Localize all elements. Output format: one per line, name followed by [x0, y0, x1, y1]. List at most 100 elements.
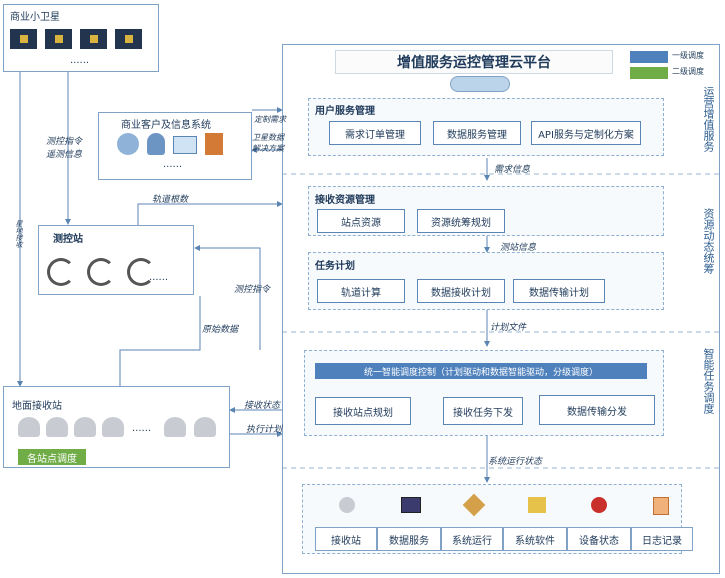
data-transfer-plan-box[interactable]: 数据传输计划 [513, 279, 605, 303]
flow-sat-data-line2: 解决方案 [252, 144, 284, 153]
dish-icon [46, 417, 68, 437]
control-station-ellipsis: ...... [149, 272, 169, 283]
status-system-software[interactable]: 系统软件 [503, 527, 567, 551]
flow-demand-info: 需求信息 [494, 165, 531, 175]
user-service-section: 用户服务管理 需求订单管理 数据服务管理 API服务与定制化方案 [308, 98, 664, 156]
flow-sys-status: 系统运行状态 [488, 457, 543, 467]
flow-telemetry-line2: 遥测信息 [46, 150, 83, 160]
platform-title: 增值服务运控管理云平台 [397, 55, 551, 71]
resource-mgmt-title: 接收资源管理 [315, 195, 375, 206]
flow-telemetry-line1: 测控指令 [46, 137, 83, 147]
customer-system-title: 商业客户及信息系统 [121, 120, 211, 131]
log-icon [652, 497, 669, 515]
satellite-title: 商业小卫星 [10, 12, 60, 23]
dish-group-2 [164, 417, 216, 437]
flow-plan-doc: 计划文件 [490, 323, 527, 333]
ground-station-panel: 地面接收站 ...... 各站点调度 [3, 386, 230, 468]
control-station-panel: 测控站 ...... [38, 225, 194, 295]
flow-ctrl-cmd: 测控指令 [234, 285, 271, 295]
task-plan-title: 任务计划 [315, 261, 355, 272]
side-label-resource: 资源动态统筹 [702, 208, 715, 274]
station-dispatch-label: 各站点调度 [27, 453, 77, 465]
customer-icons [117, 133, 223, 155]
satellite-ellipsis: ...... [70, 55, 90, 66]
antenna-group [47, 258, 155, 286]
flow-telemetry: 测控指令 遥测信息 [46, 136, 82, 162]
satellite-icon [115, 29, 142, 49]
customer-system-panel: 商业客户及信息系统 ...... [98, 112, 252, 180]
flow-station-info: 测站信息 [500, 243, 537, 253]
task-dispatch-box[interactable]: 接收任务下发 [443, 397, 523, 425]
data-service-box[interactable]: 数据服务管理 [433, 121, 521, 145]
status-system-run[interactable]: 系统运行 [441, 527, 503, 551]
person-icon [147, 133, 165, 155]
station-dispatch-badge: 各站点调度 [18, 449, 86, 465]
ground-station-title: 地面接收站 [12, 401, 62, 412]
status-log[interactable]: 日志记录 [631, 527, 693, 551]
flow-sat-data-line1: 卫星数据 [252, 133, 284, 142]
flow-orbit-root: 轨道根数 [152, 195, 189, 205]
resource-mgmt-section: 接收资源管理 站点资源 资源统筹规划 [308, 186, 664, 236]
flow-sat-data: 卫星数据 解决方案 [252, 132, 284, 154]
legend: 一级调度 二级调度 [630, 50, 714, 82]
tools-icon [462, 493, 486, 517]
platform-title-box: 增值服务运控管理云平台 [335, 50, 613, 74]
smart-dispatch-section: 统一智能调度控制（计划驱动和数据智能驱动，分级调度） 接收站点规划 接收任务下发… [304, 350, 664, 436]
server-icon [205, 133, 223, 155]
flow-recv-status: 接收状态 [244, 401, 281, 411]
flow-raw-data: 原始数据 [202, 325, 239, 335]
customer-ellipsis: ...... [163, 159, 183, 170]
user-service-title: 用户服务管理 [315, 106, 375, 117]
dish-icon [194, 417, 216, 437]
task-plan-section: 任务计划 轨道计算 数据接收计划 数据传输计划 [308, 252, 664, 310]
dish-icon [18, 417, 40, 437]
control-station-title: 测控站 [53, 234, 83, 245]
dish-icon [339, 497, 355, 513]
data-distribute-box[interactable]: 数据传输分发 [539, 395, 655, 425]
smart-dispatch-bar[interactable]: 统一智能调度控制（计划驱动和数据智能驱动，分级调度） [315, 363, 647, 379]
satellite-icon [45, 29, 72, 49]
satellite-icon [80, 29, 107, 49]
dish-icon [102, 417, 124, 437]
monitor-icon [400, 497, 421, 513]
status-data-service[interactable]: 数据服务 [377, 527, 441, 551]
ground-station-ellipsis: ...... [132, 423, 152, 434]
station-plan-box[interactable]: 接收站点规划 [315, 397, 411, 425]
side-label-ops: 运营增值服务 [702, 86, 715, 152]
flow-custom-needs: 定制需求 [254, 115, 286, 124]
smart-dispatch-title: 统一智能调度控制（计划驱动和数据智能驱动，分级调度） [363, 367, 598, 378]
satellite-icons [10, 29, 155, 51]
software-icon [527, 497, 546, 513]
flow-exec-plan: 执行计划 [246, 425, 283, 435]
station-resource-box[interactable]: 站点资源 [317, 209, 405, 233]
users-icon [117, 133, 139, 155]
status-receive-station[interactable]: 接收站 [315, 527, 377, 551]
flow-downlink: 星地接收 [15, 220, 23, 248]
resource-planning-box[interactable]: 资源统筹规划 [417, 209, 505, 233]
device-icon [591, 497, 608, 513]
side-label-dispatch: 智能任务调度 [702, 348, 715, 414]
order-mgmt-box[interactable]: 需求订单管理 [329, 121, 421, 145]
antenna-icon [47, 258, 75, 286]
status-label-row: 接收站 数据服务 系统运行 系统软件 设备状态 日志记录 [315, 527, 693, 551]
antenna-icon [127, 258, 155, 286]
satellite-panel: 商业小卫星 ...... [3, 4, 159, 72]
dish-icon [74, 417, 96, 437]
status-device[interactable]: 设备状态 [567, 527, 631, 551]
id-card-icon [173, 136, 197, 154]
legend-level2-label: 二级调度 [672, 67, 704, 76]
legend-level1-label: 一级调度 [672, 51, 704, 60]
antenna-icon [87, 258, 115, 286]
api-service-box[interactable]: API服务与定制化方案 [531, 121, 641, 145]
dish-group [18, 417, 124, 437]
dish-icon [164, 417, 186, 437]
system-status-section: 接收站 数据服务 系统运行 系统软件 设备状态 日志记录 [302, 484, 693, 554]
legend-level1-swatch [630, 51, 668, 63]
status-icons [339, 493, 669, 519]
orbit-calc-box[interactable]: 轨道计算 [317, 279, 405, 303]
data-receive-plan-box[interactable]: 数据接收计划 [417, 279, 505, 303]
legend-level2-swatch [630, 67, 668, 79]
cloud-icon [450, 76, 510, 92]
platform-panel [282, 44, 720, 574]
